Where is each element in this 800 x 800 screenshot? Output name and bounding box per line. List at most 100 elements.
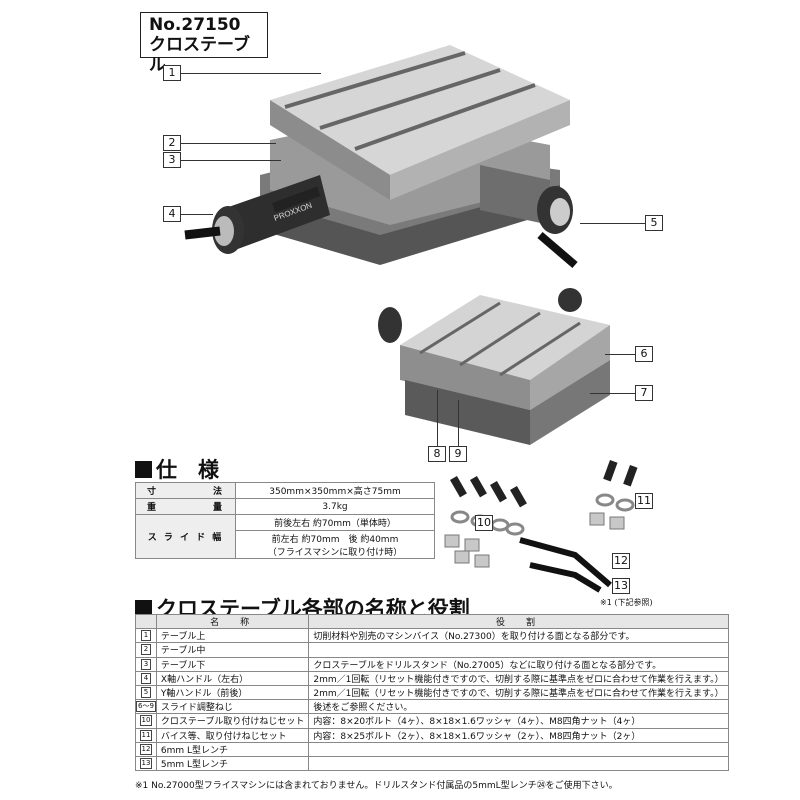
part-role: クロステーブルをドリルスタンド（No.27005）などに取り付ける面となる部分で… [308,656,729,672]
part-name: テーブル下 [155,656,310,672]
leader-line [181,214,213,215]
header-role: 役 割 [308,613,729,630]
part-name: X軸ハンドル（左右） [155,670,310,686]
part-number: 5 [135,684,157,701]
table-header-row: 名 称 役 割 [135,613,729,630]
heading-square-icon [135,460,152,478]
model-number: No.27150 [149,15,241,35]
part-role [308,741,729,757]
part-name: テーブル中 [155,642,310,658]
heading-square-icon [135,599,152,617]
header-name: 名 称 [155,613,310,630]
callout-12: 12 [612,553,630,569]
part-number-box: 10 [139,715,153,727]
callout-8: 8 [428,446,446,462]
leader-line [181,73,321,74]
part-name: Y軸ハンドル（前後） [155,684,310,701]
footnote: ※1 No.27000型フライスマシンには含まれておりません。ドリルスタンド付属… [135,781,618,791]
spec-value: 前後左右 約70mm（単体時） [235,514,435,531]
part-number: 10 [135,713,157,729]
part-name: クロステーブル取り付けねじセット [155,713,310,729]
callout-5: 5 [645,215,663,231]
part-name: スライド調整ねじ [155,699,310,715]
part-number: 4 [135,670,157,686]
spec-label: 重 量 [135,498,236,515]
leader-line [181,160,281,161]
part-role: 後述をご参照ください。 [308,699,729,715]
part-role: 内容：8×20ボルト（4ヶ）、8×18×1.6ワッシャ（4ヶ）、M8四角ナット（… [308,713,729,729]
parts-table-body: 1 テーブル上切削材料や別売のマシンバイス（No.27300）を取り付ける面となる… [135,628,729,772]
spec-value: 前左右 約70mm 後 約40mm （フライスマシンに取り付け時） [235,530,435,559]
spec-label: 寸 法 [135,482,236,499]
callout-13: 13 [612,578,630,594]
table-row: 重 量 3.7kg [135,498,435,515]
leader-line [580,223,645,224]
table-row: 1 テーブル上切削材料や別売のマシンバイス（No.27300）を取り付ける面となる… [135,628,729,644]
part-number-box: 3 [140,658,151,670]
spec-table: 寸 法 350mm×350mm×高さ75mm 重 量 3.7kg ス ラ イ ド… [135,482,435,559]
table-row: ス ラ イ ド 幅 前後左右 約70mm（単体時） [135,514,435,559]
part-number-box: 6～9 [136,701,156,713]
part-number-box: 4 [140,672,151,684]
spec-label: ス ラ イ ド 幅 [135,514,236,559]
cross-table-photo-rear [378,288,610,445]
table-row: 前左右 約70mm 後 約40mm （フライスマシンに取り付け時） [136,530,435,559]
part-name: 5mm L型レンチ [155,755,310,772]
part-role [308,755,729,772]
leader-line [458,400,459,446]
hardware-note: ※1 (下記参照) [600,598,653,607]
leader-line [590,393,635,394]
cross-table-photo-main: PROXXON [184,45,578,269]
leader-line [437,390,438,446]
part-role: 2mm／1回転（リセット機能付きですので、切削する際に基準点をゼロに合わせて作業… [308,684,729,701]
part-number: 6～9 [135,699,157,715]
parts-table: 名 称 役 割 1 テーブル上切削材料や別売のマシンバイス（No.27300）を取… [135,613,729,772]
part-number: 11 [135,727,157,743]
title-box: No.27150 クロステーブル [140,12,268,75]
part-number-box: 1 [140,630,151,642]
part-name: テーブル上 [155,628,310,644]
callout-10: 10 [475,515,493,531]
leader-line [181,143,276,144]
callout-6: 6 [635,346,653,362]
callout-1: 1 [163,65,181,81]
part-name: 6mm L型レンチ [155,741,310,757]
spec-heading: 仕 様 [135,454,219,484]
callout-2: 2 [163,135,181,151]
table-row: 2 テーブル中 [135,642,729,658]
spec-value: 350mm×350mm×高さ75mm [235,482,435,499]
part-number-box: 12 [139,743,153,755]
leader-line [605,354,635,355]
part-number-box: 11 [139,729,153,741]
part-role [308,642,729,658]
table-row: 4 X軸ハンドル（左右）2mm／1回転（リセット機能付きですので、切削する際に基準… [135,670,729,686]
callout-11: 11 [635,493,653,509]
callout-3: 3 [163,152,181,168]
header-blank [135,613,157,630]
part-role: 2mm／1回転（リセット機能付きですので、切削する際に基準点をゼロに合わせて作業… [308,670,729,686]
callout-4: 4 [163,206,181,222]
table-row: 3 テーブル下クロステーブルをドリルスタンド（No.27005）などに取り付ける面… [135,656,729,672]
spec-value: 3.7kg [235,498,435,515]
part-number-box: 13 [139,757,153,769]
part-number: 12 [135,741,157,757]
spec-heading-text: 仕 様 [156,458,219,482]
part-number: 1 [135,628,157,644]
callout-7: 7 [635,385,653,401]
part-number: 13 [135,755,157,772]
hardware-photo [444,460,638,593]
part-number-box: 2 [140,644,151,656]
callout-9: 9 [449,446,467,462]
part-number: 2 [135,642,157,658]
part-number: 3 [135,656,157,672]
table-row: 寸 法 350mm×350mm×高さ75mm [135,482,435,499]
part-role: 切削材料や別売のマシンバイス（No.27300）を取り付ける面となる部分です。 [308,628,729,644]
product-name: クロステーブル [149,35,250,75]
part-name: バイス等、取り付けねじセット [155,727,310,743]
